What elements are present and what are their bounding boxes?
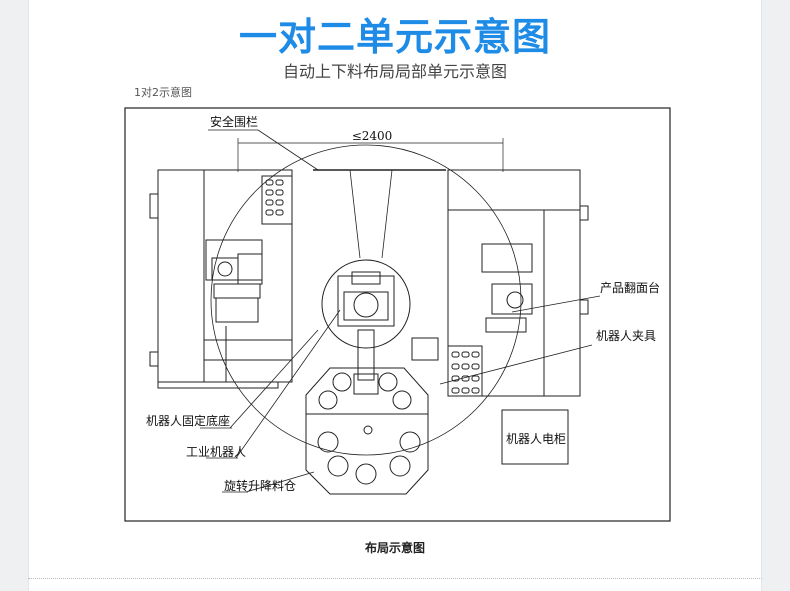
right-machine-tool bbox=[447, 169, 589, 397]
robot-cabinet-box bbox=[501, 409, 569, 465]
product-flip-table bbox=[411, 337, 439, 361]
page-title: 一对二单元示意图 bbox=[238, 15, 551, 59]
divider bbox=[28, 578, 762, 579]
label-rotary-lift-bin: 旋转升降料仓 bbox=[224, 478, 296, 493]
label-robot-base: 机器人固定底座 bbox=[146, 413, 230, 428]
page-subtitle: 自动上下料布局局部单元示意图 bbox=[282, 62, 507, 81]
robot-assembly bbox=[321, 169, 411, 395]
dimension-label: ≤2400 bbox=[352, 129, 393, 143]
figure-caption: 布局示意图 bbox=[364, 541, 425, 555]
left-machine-tool bbox=[149, 169, 293, 389]
drawing-frame bbox=[124, 107, 671, 522]
label-product-flip-table: 产品翻面台 bbox=[600, 280, 660, 295]
label-robot-gripper: 机器人夹具 bbox=[596, 329, 656, 343]
label-safety-fence: 安全围栏 bbox=[210, 114, 258, 129]
page-panel bbox=[28, 0, 762, 591]
label-industrial-robot: 工业机器人 bbox=[186, 445, 246, 459]
label-robot-cabinet: 机器人电柜 bbox=[506, 432, 566, 446]
robot-reach-circle bbox=[210, 144, 522, 456]
rotary-lift-bin bbox=[305, 367, 429, 495]
figure-corner-label: 1对2示意图 bbox=[134, 86, 192, 99]
